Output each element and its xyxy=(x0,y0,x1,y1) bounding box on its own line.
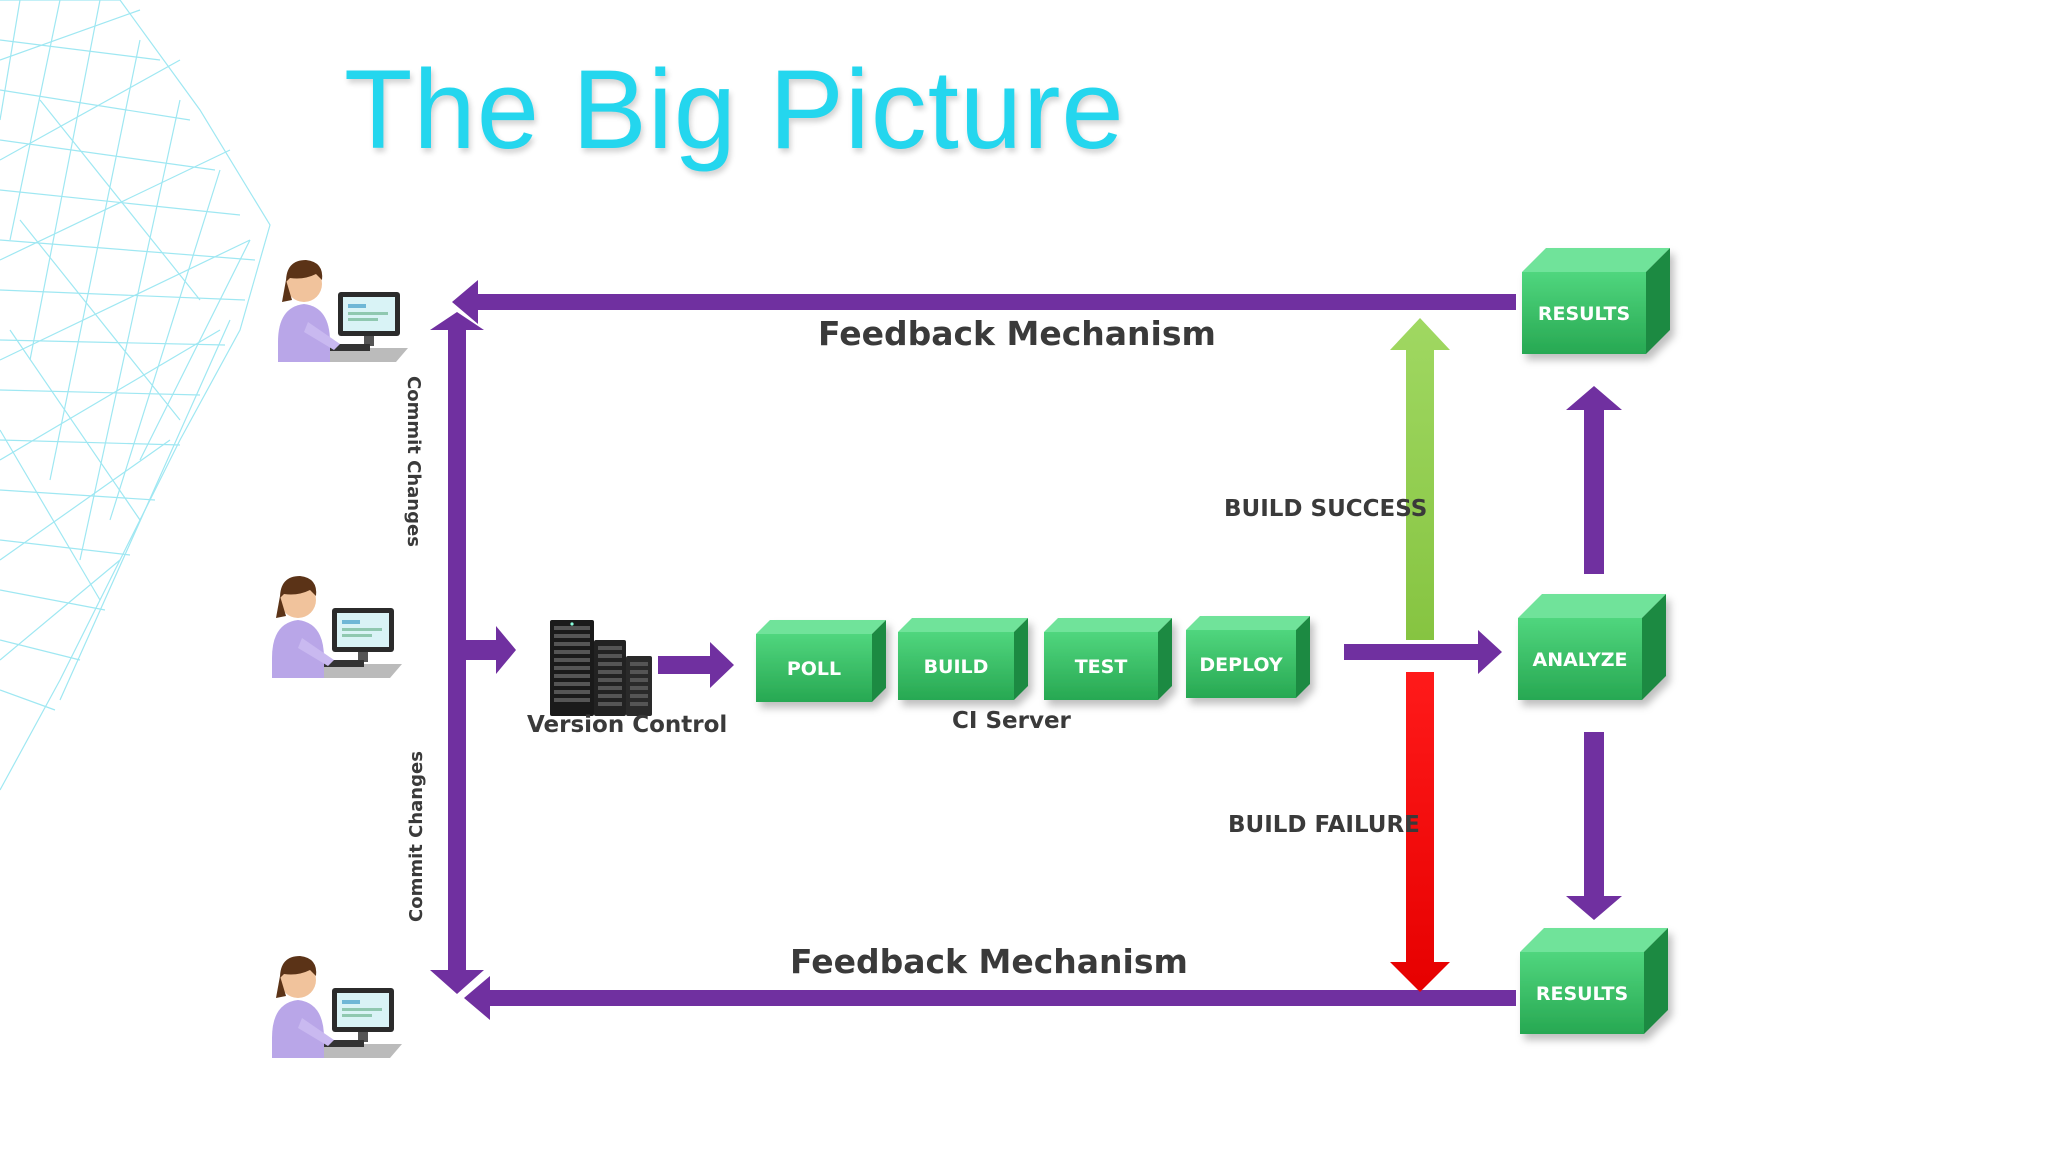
arrow-to-version-control xyxy=(466,626,516,674)
stage-box-poll xyxy=(756,620,886,702)
arrow-analyze-to-results-top xyxy=(1566,386,1622,574)
commit-arrow-up xyxy=(430,312,484,660)
feedback-label-bottom: Feedback Mechanism xyxy=(790,942,1188,981)
page-title: The Big Picture xyxy=(344,47,1125,172)
commit-changes-label-top: Commit Changes xyxy=(403,376,424,547)
feedback-arrow-top xyxy=(452,280,1516,324)
commit-arrow-down xyxy=(430,655,484,994)
wireframe-background-decoration xyxy=(0,0,271,791)
analyze-box xyxy=(1518,594,1666,700)
results-box-top xyxy=(1522,248,1670,354)
results-label-bottom: RESULTS xyxy=(1536,983,1628,1005)
stage-box-build xyxy=(898,618,1028,700)
feedback-label-top: Feedback Mechanism xyxy=(818,314,1216,353)
arrow-analyze-to-results-bottom xyxy=(1566,732,1622,920)
pipeline-stages xyxy=(756,616,1310,702)
build-success-arrow xyxy=(1390,318,1450,640)
build-failure-label: BUILD FAILURE xyxy=(1228,812,1420,838)
arrow-to-ci-server xyxy=(658,642,734,688)
ci-server-label: CI Server xyxy=(952,708,1071,734)
results-box-bottom xyxy=(1520,928,1668,1034)
stage-label-deploy: DEPLOY xyxy=(1199,654,1283,676)
stage-box-test xyxy=(1044,618,1172,700)
build-success-label: BUILD SUCCESS xyxy=(1224,496,1428,522)
build-failure-arrow xyxy=(1390,672,1450,992)
developer-workstation-icon xyxy=(278,260,408,362)
server-rack-icon xyxy=(550,620,652,716)
feedback-arrow-bottom xyxy=(464,976,1516,1020)
stage-label-build: BUILD xyxy=(924,656,989,678)
results-label-top: RESULTS xyxy=(1538,303,1630,325)
stage-box-deploy xyxy=(1186,616,1310,698)
commit-changes-label-bottom: Commit Changes xyxy=(406,751,427,922)
stage-label-poll: POLL xyxy=(787,658,841,680)
analyze-label: ANALYZE xyxy=(1533,649,1628,671)
stage-label-test: TEST xyxy=(1075,656,1128,678)
output-boxes xyxy=(1518,248,1670,1034)
arrow-to-analyze xyxy=(1344,630,1502,674)
developer-workstation-icon xyxy=(272,956,402,1058)
version-control-label: Version Control xyxy=(527,712,728,738)
developer-workstation-icon xyxy=(272,576,402,678)
flow-arrows xyxy=(430,280,1622,1020)
